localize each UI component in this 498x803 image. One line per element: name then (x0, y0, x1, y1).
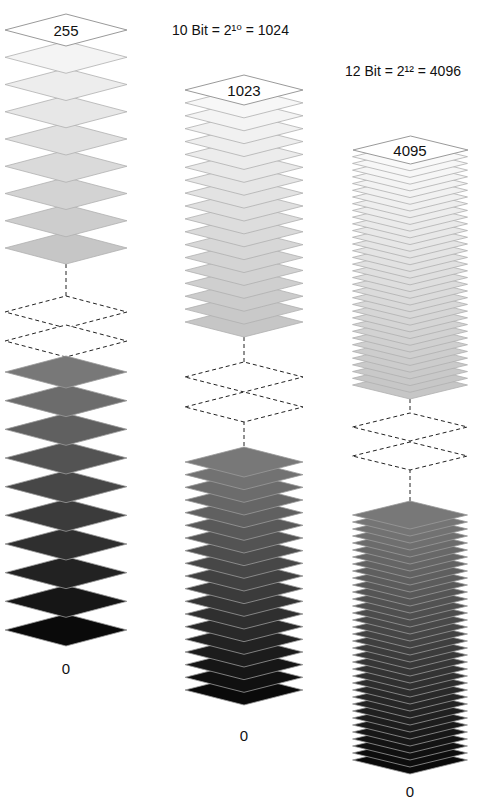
min-value: 0 (240, 728, 248, 743)
dark-layer (5, 442, 127, 474)
bit-depth-label: 10 Bit = 2¹⁰ = 1024 (172, 23, 289, 37)
dark-layer (5, 585, 127, 617)
dark-layer (5, 413, 127, 445)
dark-layer (353, 501, 468, 529)
dark-layer (5, 385, 127, 417)
max-value: 4095 (393, 143, 426, 158)
bit-depth-label: 12 Bit = 2¹² = 4096 (345, 64, 461, 78)
top-layer: 1023 (185, 75, 303, 105)
dark-layer (5, 499, 127, 531)
dark-layer (5, 528, 127, 560)
omitted-layer (185, 392, 303, 422)
min-value: 0 (406, 784, 414, 799)
dark-layer (185, 447, 303, 477)
min-value: 0 (62, 661, 70, 676)
diamond-shape (353, 136, 468, 164)
diamond-shape (5, 14, 127, 46)
max-value: 1023 (227, 83, 260, 98)
omitted-layer (353, 442, 468, 470)
dark-layer (5, 471, 127, 503)
diamond-shape (185, 75, 303, 105)
top-layer: 4095 (353, 136, 468, 164)
dark-layer (5, 356, 127, 388)
omitted-layer (5, 325, 127, 357)
omitted-layer (5, 296, 127, 328)
omitted-layer (185, 362, 303, 392)
dark-layer (5, 614, 127, 646)
dark-layer (5, 557, 127, 589)
max-value: 255 (53, 23, 78, 38)
top-layer: 255 (5, 14, 127, 46)
omitted-layer (353, 413, 468, 441)
